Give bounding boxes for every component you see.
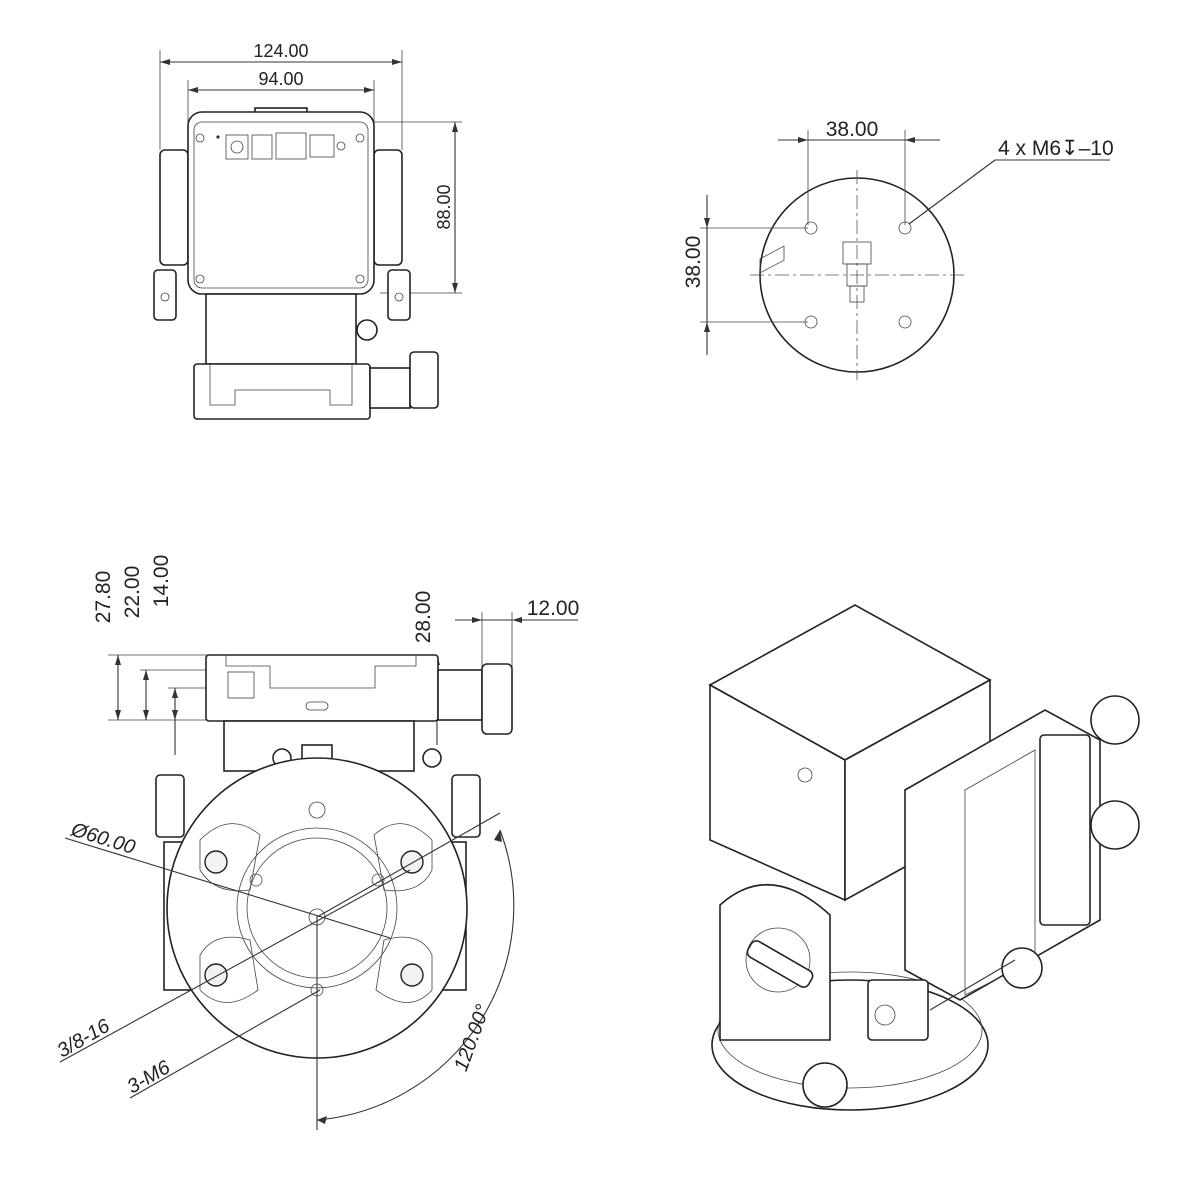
diameter-callout: Ø60.00: [68, 818, 138, 859]
side-view: 27.80 22.00 14.00 28.00 12.00: [54, 555, 580, 1130]
thread-callout: 4 x M6↧–10: [998, 137, 1114, 160]
isometric-view: [708, 245, 1140, 1111]
dim-14-00: 14.00: [150, 555, 173, 608]
angle-callout: 120.00°: [450, 1002, 494, 1075]
dim-body-width: 94.00: [258, 69, 303, 89]
dim-overall-width: 124.00: [253, 41, 308, 61]
front-view: 124.00 94.00 88.00: [153, 41, 462, 420]
dim-hole-spacing-y: 38.00: [682, 236, 705, 289]
dim-28-00: 28.00: [412, 591, 435, 644]
dim-body-height: 88.00: [434, 184, 454, 229]
top-view: 38.00 38.00 4 x M6↧–10: [682, 118, 1114, 380]
dim-hole-spacing-x: 38.00: [826, 118, 879, 141]
dim-27-80: 27.80: [92, 571, 115, 624]
thread-small-callout: 3-M6: [124, 1056, 175, 1098]
dim-22-00: 22.00: [121, 566, 144, 619]
thread-large-callout: 3/8-16: [54, 1014, 115, 1062]
dim-12-00: 12.00: [527, 597, 580, 620]
